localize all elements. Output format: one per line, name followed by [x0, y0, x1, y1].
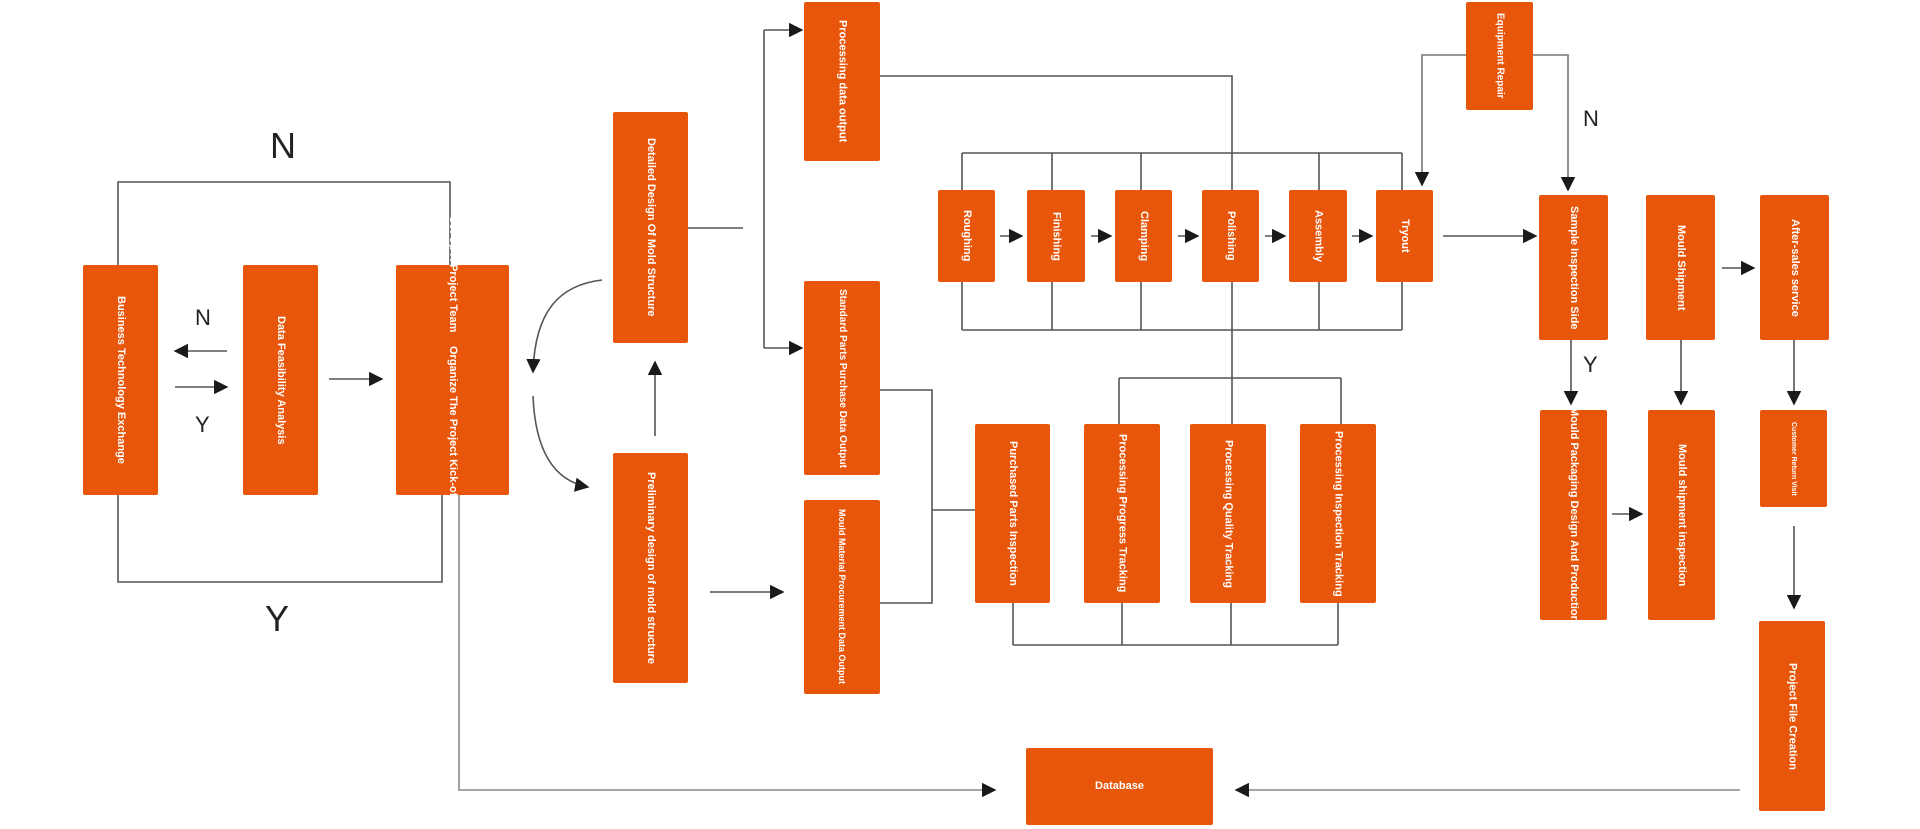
box-label: Preliminary design of mold structure — [644, 472, 657, 664]
arrow-repair-tryout — [1414, 54, 1466, 187]
connector-kickoff-database — [458, 495, 997, 798]
box-label: Database — [1095, 780, 1144, 793]
connector-y-loop — [117, 495, 443, 583]
label-n-small: N — [195, 305, 211, 330]
arrow-repair-sample — [1533, 54, 1576, 192]
label-y-bottom: Y — [265, 598, 290, 639]
box-processing-inspection-tracking[interactable]: Processing Inspection Tracking — [1300, 424, 1376, 603]
box-label: Project File Creation — [1786, 662, 1799, 770]
box-label: Mould Shipment — [1674, 224, 1687, 311]
box-label: Mould Packaging Design And Production — [1567, 407, 1580, 623]
label-y-sample: Y — [1583, 352, 1598, 377]
box-clamping[interactable]: Clamping — [1115, 190, 1172, 282]
box-equipment-repair[interactable]: Equipment Repair — [1466, 2, 1533, 110]
box-label: Assembly — [1312, 210, 1325, 262]
box-polishing[interactable]: Polishing — [1202, 190, 1259, 282]
box-label: Processing data output — [836, 20, 849, 143]
box-label: Purchased Parts Inspection — [1006, 441, 1019, 586]
box-label: Roughing — [960, 210, 973, 262]
box-label: Clamping — [1137, 210, 1150, 262]
box-mould-packaging[interactable]: Mould Packaging Design And Production — [1540, 407, 1607, 623]
connector-purchase-bracket — [880, 389, 933, 604]
box-mould-shipment[interactable]: Mould Shipment — [1646, 195, 1715, 340]
box-label: After-sales service — [1788, 218, 1801, 317]
box-project-file-creation[interactable]: Project File Creation — [1759, 621, 1825, 811]
box-label: Polishing — [1224, 211, 1237, 261]
box-detailed-design[interactable]: Detailed Design Of Mold Structure — [613, 112, 688, 343]
box-mould-shipment-inspection[interactable]: Mould shipment inspection — [1648, 410, 1715, 620]
box-standard-parts[interactable]: Standard Parts Purchase Data Output — [804, 281, 880, 475]
label-y-small: Y — [195, 412, 210, 437]
box-label: Finishing — [1050, 211, 1063, 261]
box-label: Processing Inspection Tracking — [1332, 430, 1345, 597]
box-data-feasibility-analysis[interactable]: Data Feasibility Analysis — [243, 265, 318, 495]
box-assembly[interactable]: Assembly — [1289, 190, 1347, 282]
box-label: Mould shipment inspection — [1675, 443, 1688, 587]
box-label: Standard Parts Purchase Data Output — [836, 288, 848, 468]
box-label: Tryout — [1398, 219, 1411, 253]
box-label: Data Feasibility Analysis — [274, 315, 287, 445]
box-after-sales-service[interactable]: After-sales service — [1760, 195, 1829, 340]
box-label: Sample Inspection Side — [1567, 205, 1580, 330]
box-label-line-1: Organize The Project Kick-off Meeting — [446, 345, 459, 545]
label-n-repair: N — [1583, 106, 1599, 131]
box-customer-return-visit[interactable]: Customer Return Visit — [1760, 410, 1827, 507]
box-processing-quality-tracking[interactable]: Processing Quality Tracking — [1190, 424, 1266, 603]
box-sample-inspection-side[interactable]: Sample Inspection Side — [1539, 195, 1608, 340]
box-finishing[interactable]: Finishing — [1027, 190, 1085, 282]
box-label: Processing Quality Tracking — [1222, 439, 1235, 588]
connector-n-loop — [117, 181, 451, 265]
box-database[interactable]: Database — [1026, 748, 1213, 825]
box-purchased-parts-inspection[interactable]: Purchased Parts Inspection — [975, 424, 1050, 603]
box-label: Mould Material Procurement Data Output — [837, 509, 848, 685]
label-n-top: N — [270, 125, 296, 166]
box-roughing[interactable]: Roughing — [938, 190, 995, 282]
box-label: Customer Return Visit — [1790, 421, 1798, 496]
curve-detailed-to-back — [526, 279, 603, 374]
box-preliminary-design[interactable]: Preliminary design of mold structure — [613, 453, 688, 683]
box-label: Organize The Project Kick-off Meeting Se… — [445, 216, 460, 545]
box-processing-progress-tracking[interactable]: Processing Progress Tracking — [1084, 424, 1160, 603]
box-mould-material[interactable]: Mould Material Procurement Data Output — [804, 500, 880, 694]
box-label-line-2: Set Up A Project Team — [446, 215, 459, 332]
box-label: Business Technology Exchange — [114, 296, 127, 464]
box-business-technology-exchange[interactable]: Business Technology Exchange — [83, 265, 158, 495]
curve-to-preliminary — [532, 395, 590, 492]
box-label: Detailed Design Of Mold Structure — [644, 138, 657, 317]
box-label: Processing Progress Tracking — [1116, 434, 1129, 593]
box-label: Equipment Repair — [1494, 13, 1506, 99]
box-kickoff-meeting[interactable]: Organize The Project Kick-off Meeting Se… — [396, 216, 509, 545]
box-tryout[interactable]: Tryout — [1376, 190, 1433, 282]
box-processing-data-output[interactable]: Processing data output — [804, 2, 880, 161]
